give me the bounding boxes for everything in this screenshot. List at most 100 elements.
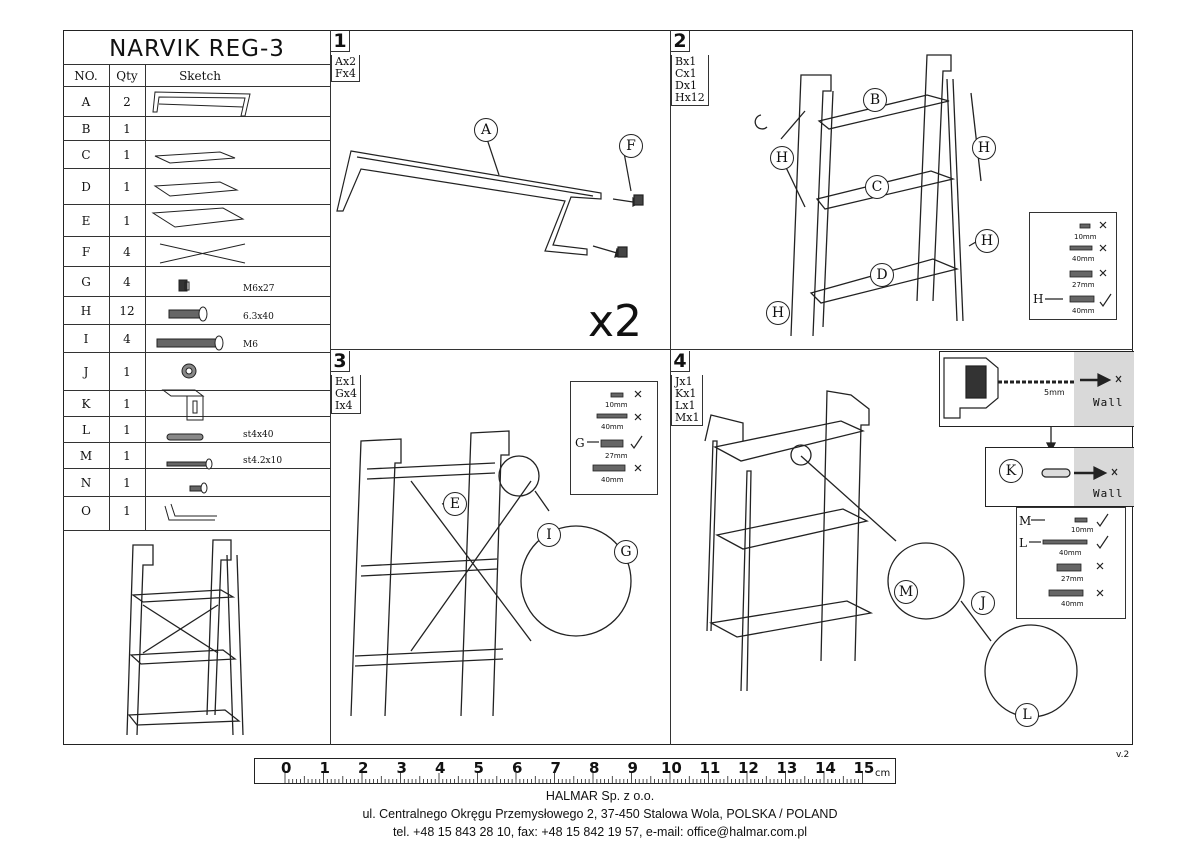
part-qty: 1	[123, 365, 131, 379]
part-spec: 6.3x40	[243, 312, 274, 322]
part-qty: 1	[123, 504, 131, 518]
ruler-number: 5	[473, 759, 484, 777]
step-1-multiplier: x2	[588, 296, 643, 347]
part-qty: 1	[123, 214, 131, 228]
step-4-label-k: K	[999, 459, 1023, 483]
ruler-number: 6	[512, 759, 523, 777]
step-4-label-m: M	[894, 580, 918, 604]
step-3-label-g: G	[614, 540, 638, 564]
step-3-label-i: I	[537, 523, 561, 547]
wall-label-top: Wall	[1093, 396, 1124, 409]
part-qty: 1	[123, 122, 131, 136]
sketch-allen-key-n	[164, 503, 217, 521]
sketch-dowel-k	[166, 433, 204, 441]
part-spec: M6x27	[243, 284, 275, 294]
step-3-number: 3	[331, 351, 350, 372]
col-divider-2	[145, 64, 146, 530]
parts-sketches	[151, 91, 251, 521]
part-qty: 4	[123, 245, 131, 259]
ruler-number: 13	[776, 759, 798, 777]
part-no: I	[83, 332, 89, 346]
part-spec: M6	[243, 340, 258, 350]
header-sketch: Sketch	[179, 69, 221, 83]
legend3-pointer-g: G	[575, 436, 585, 450]
sketch-bracket-j	[161, 389, 205, 421]
part-qty: 1	[123, 397, 131, 411]
part-no: J	[83, 365, 89, 379]
step-4-label-j: J	[971, 591, 995, 615]
step-4-label-l: L	[1015, 703, 1039, 727]
legend4-10mm: 10mm	[1071, 526, 1094, 534]
part-qty: 1	[123, 148, 131, 162]
part-qty: 1	[123, 423, 131, 437]
part-no: E	[81, 214, 91, 228]
step-2-label-b: B	[863, 88, 887, 112]
ruler-number: 9	[627, 759, 638, 777]
step-1-qty-list: Ax2 Fx4	[331, 55, 361, 82]
wall-label-bottom: Wall	[1093, 487, 1124, 500]
wall-area-bottom	[1074, 448, 1134, 506]
ruler-unit: cm	[875, 768, 891, 779]
part-qty: 2	[123, 95, 131, 109]
ruler-number: 11	[699, 759, 721, 777]
legend-27mm: 27mm	[1072, 281, 1095, 289]
part-no: C	[81, 148, 91, 162]
col-divider-1	[109, 64, 110, 530]
step-2-label-d: D	[870, 263, 894, 287]
sketch-shelf-b	[154, 151, 236, 164]
divider-middle	[330, 349, 1133, 350]
footer-company: HALMAR Sp. z o.o.	[545, 789, 655, 803]
drill-size: 5mm	[1044, 388, 1065, 397]
sketch-foot-f	[178, 279, 190, 292]
ruler-number: 10	[661, 759, 682, 777]
dowel-wall-box: Wall	[985, 447, 1134, 507]
version-label: v.2	[1116, 750, 1130, 760]
legend3-10mm: 10mm	[605, 401, 628, 409]
sketch-screw-m	[189, 482, 208, 494]
ruler-number: 14	[815, 759, 836, 777]
step-1-number: 1	[331, 31, 350, 52]
part-no: A	[81, 95, 91, 109]
assembled-shelf-illustration	[126, 539, 244, 736]
ruler-number: 0	[281, 759, 292, 777]
part-no: O	[81, 504, 91, 518]
sketch-screw-l	[166, 458, 213, 470]
sketch-bolt-g	[168, 306, 208, 322]
part-qty: 1	[123, 449, 131, 463]
step-1-label-a: A	[474, 118, 498, 142]
sketch-shelf-d	[151, 207, 245, 228]
part-qty: 12	[119, 304, 135, 318]
divider-parts	[330, 30, 331, 745]
legend4-40mm-b: 40mm	[1061, 600, 1084, 608]
part-spec: st4.2x10	[243, 456, 283, 466]
legend4-pointer-l: L	[1019, 536, 1027, 550]
step-2-label-c: C	[865, 175, 889, 199]
part-no: K	[81, 397, 91, 411]
part-spec: st4x40	[243, 430, 274, 440]
part-qty: 4	[123, 275, 131, 289]
legend4-27mm: 27mm	[1061, 575, 1084, 583]
step-2-number: 2	[671, 31, 690, 52]
part-qty: 1	[123, 476, 131, 490]
step-2-label-h-lower-right: H	[975, 229, 999, 253]
legend-40mm-b: 40mm	[1072, 307, 1095, 315]
ruler-number: 2	[358, 759, 369, 777]
step-2-label-h-lower-left: H	[766, 301, 790, 325]
header-qty: Qty	[116, 69, 138, 83]
table-bottom-line	[63, 530, 331, 531]
part-no: B	[81, 122, 91, 136]
legend-10mm: 10mm	[1074, 233, 1097, 241]
